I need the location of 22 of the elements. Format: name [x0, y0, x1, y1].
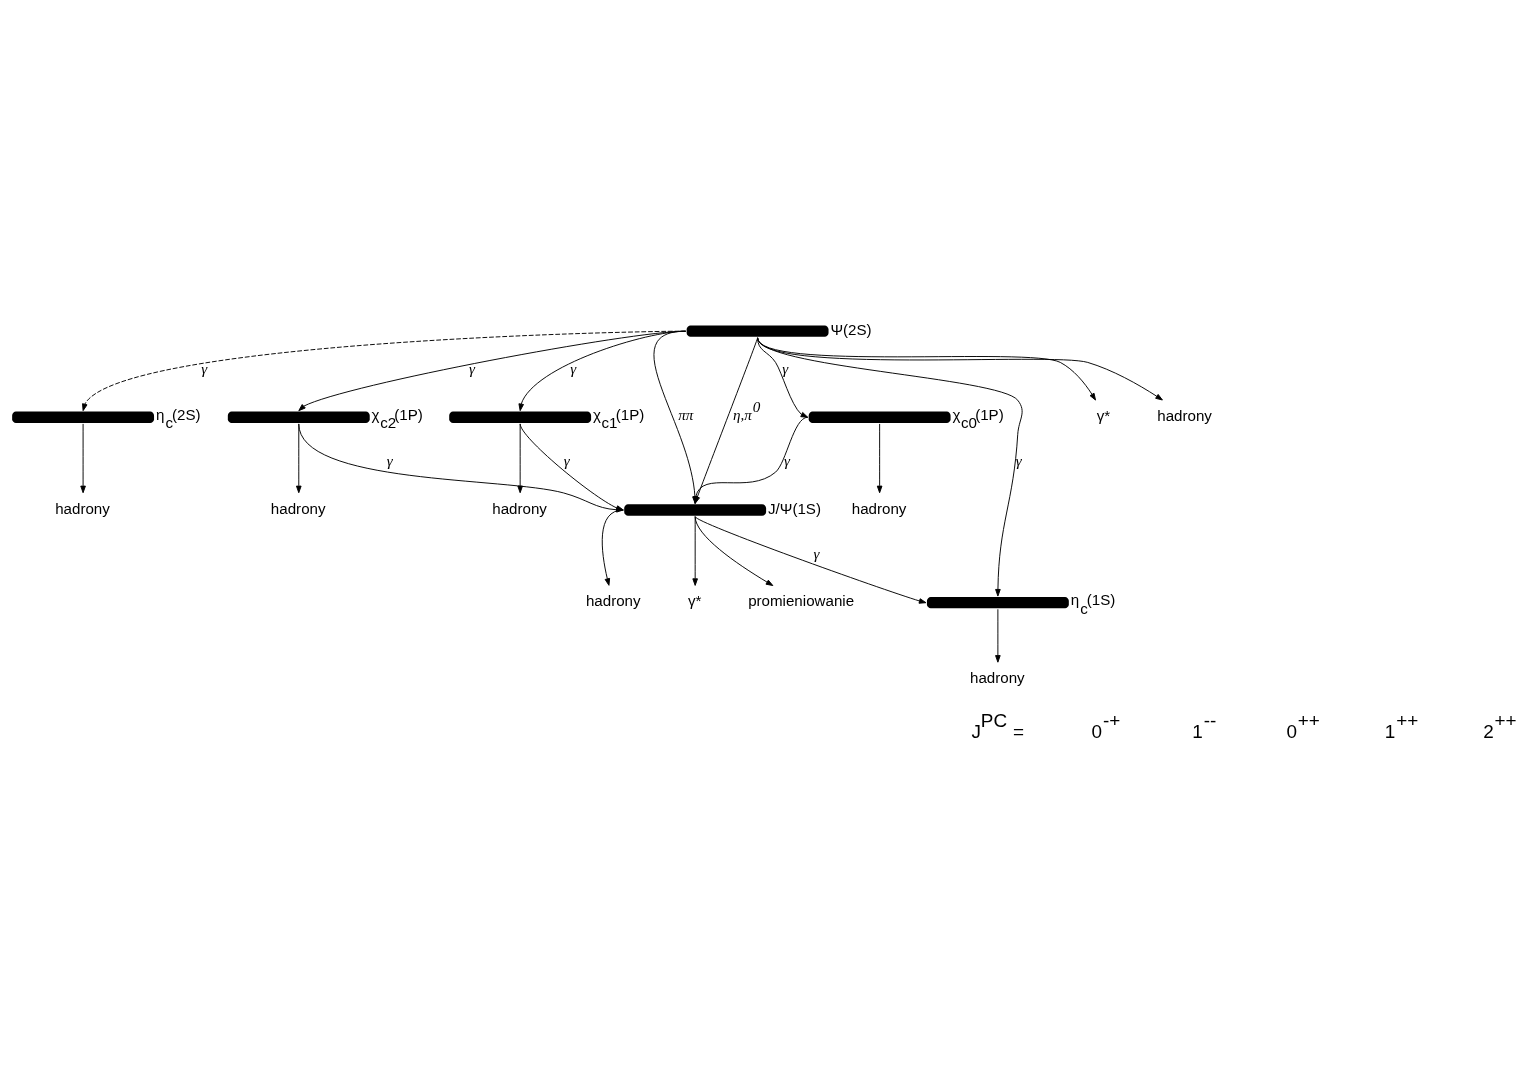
- node-label: Ψ(2S): [830, 320, 872, 338]
- node-text: hadrony: [270, 499, 326, 517]
- edge-label: γ: [782, 360, 789, 377]
- edge-label: γ: [386, 453, 393, 470]
- node-text: promieniowanie: [748, 592, 855, 610]
- node-text: hadrony: [851, 499, 907, 517]
- edge-label: γ: [563, 453, 570, 470]
- edge-label: γ: [784, 453, 791, 470]
- node-text: hadrony: [55, 499, 110, 517]
- edge-label: γ: [201, 360, 208, 377]
- edge-label: ππ: [678, 406, 694, 423]
- node-text: hadrony: [492, 499, 547, 517]
- node-text: γ*: [1096, 406, 1111, 424]
- node-text: hadrony: [585, 592, 641, 610]
- node-text: γ*: [688, 592, 702, 610]
- edge-label: γ: [469, 360, 476, 377]
- edge-label: γ: [1015, 453, 1022, 470]
- edge-label: γ: [570, 360, 577, 377]
- edge-label: γ: [813, 545, 820, 562]
- node-text: hadrony: [1157, 406, 1212, 424]
- node-label: J/Ψ(1S): [768, 499, 821, 517]
- node-text: hadrony: [969, 668, 1025, 686]
